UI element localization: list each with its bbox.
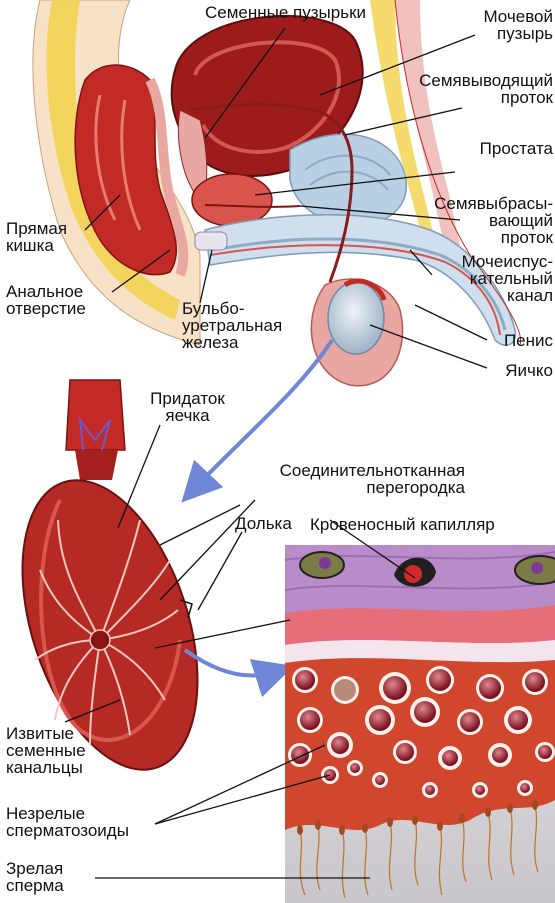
- label-bladder: Мочевой пузырь: [445, 8, 553, 42]
- seminiferous-tissue-detail: [285, 545, 555, 903]
- label-seminal-vesicles: Семенные пузырьки: [205, 4, 366, 21]
- label-vas-deferens: Семявыводящий проток: [390, 72, 553, 106]
- label-testis: Яичко: [470, 362, 553, 379]
- label-bulbourethral-gland: Бульбо- уретральная железа: [182, 300, 282, 351]
- label-anus: Анальное отверстие: [6, 283, 86, 317]
- label-connective-septum: Соединительнотканная перегородка: [228, 462, 465, 496]
- label-immature-sperm: Незрелые сперматозоиды: [6, 805, 129, 839]
- label-penis: Пенис: [470, 332, 553, 349]
- label-blood-capillary: Кровеносный капилляр: [310, 516, 495, 533]
- label-urethra: Мочеиспус- кательный канал: [420, 253, 553, 304]
- label-lobule: Долька: [235, 515, 292, 532]
- label-rectum: Прямая кишка: [6, 220, 67, 254]
- arrow-section-to-tissue: [185, 650, 275, 676]
- label-epididymis: Придаток яечка: [135, 390, 240, 424]
- label-seminiferous-tubules: Извитые семенные канальцы: [6, 725, 86, 776]
- label-mature-sperm: Зрелая сперма: [6, 860, 64, 894]
- label-ejaculatory-duct: Семявыбрасы- вающий проток: [400, 195, 553, 246]
- label-prostate: Простата: [445, 140, 553, 157]
